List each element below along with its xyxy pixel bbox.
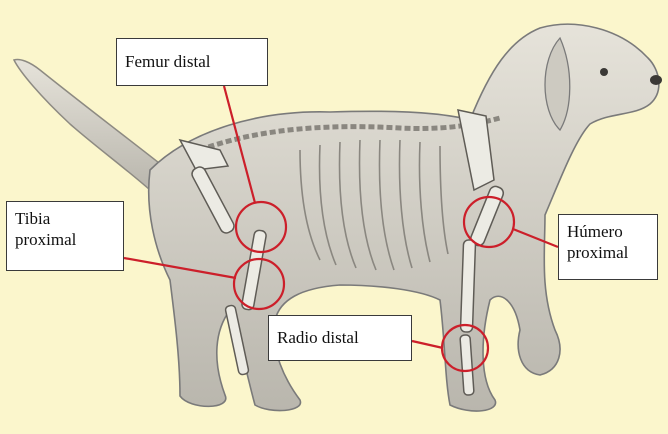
- label-tibia-line2: proximal: [15, 229, 115, 250]
- label-radio-distal: Radio distal: [268, 315, 412, 361]
- label-femur-distal: Femur distal: [116, 38, 268, 86]
- label-tibia-proximal: Tibia proximal: [6, 201, 124, 271]
- label-humero-line2: proximal: [567, 242, 649, 263]
- nose: [650, 75, 662, 85]
- eye: [600, 68, 608, 76]
- label-humero-line1: Húmero: [567, 221, 649, 242]
- label-radio-distal-text: Radio distal: [277, 328, 359, 347]
- label-humero-proximal: Húmero proximal: [558, 214, 658, 280]
- label-tibia-line1: Tibia: [15, 208, 115, 229]
- radio-leader: [412, 341, 443, 348]
- label-femur-distal-text: Femur distal: [125, 52, 210, 71]
